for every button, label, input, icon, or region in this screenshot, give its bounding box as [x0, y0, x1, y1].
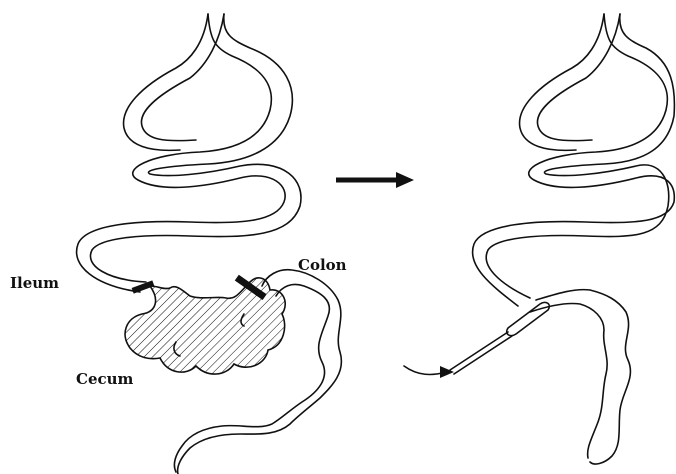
- small-intestine-after: [473, 14, 675, 306]
- after-panel: [404, 14, 674, 464]
- stapler-device: [450, 302, 549, 374]
- right-arrow-icon: [336, 172, 414, 188]
- ileum-label: Ileum: [10, 274, 59, 292]
- small-intestine: [77, 14, 301, 292]
- colon-label: Colon: [298, 256, 347, 274]
- curved-arrow-icon: [404, 366, 454, 378]
- before-panel: Ileum Colon Cecum: [10, 14, 347, 474]
- cecum-label: Cecum: [76, 370, 134, 388]
- colon-after: [530, 290, 630, 464]
